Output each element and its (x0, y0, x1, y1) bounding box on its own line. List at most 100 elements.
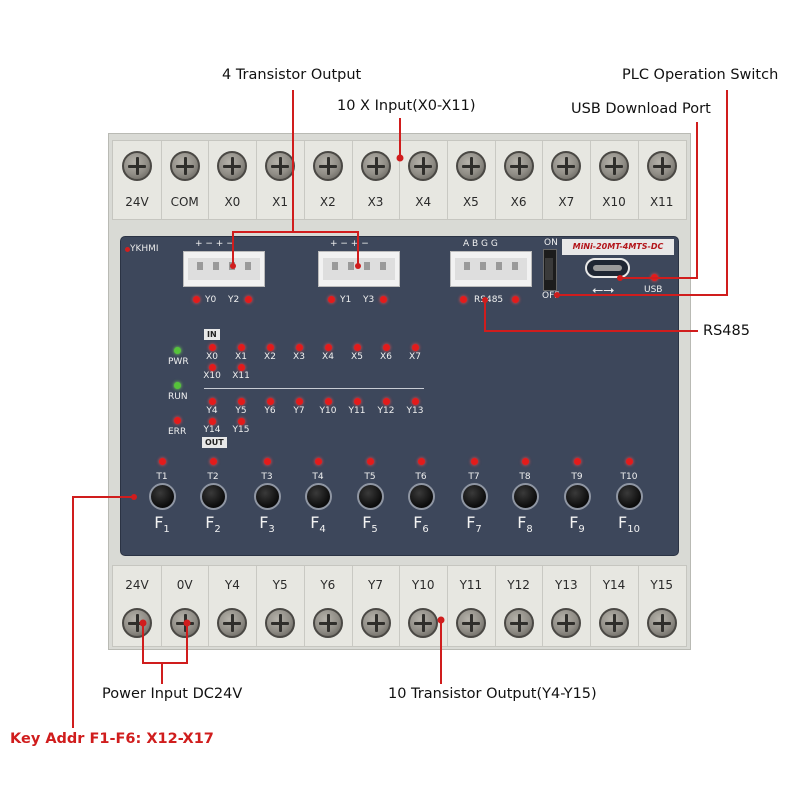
conn2-polarity: + − + − (330, 239, 369, 249)
terminal-label-x0: X0 (224, 195, 241, 209)
terminal-divider (446, 141, 448, 219)
fkey-label-f5: F5 (362, 513, 378, 536)
status-led-run (174, 382, 181, 389)
terminal-divider (590, 566, 591, 646)
terminal-divider (160, 141, 162, 219)
function-key-f2[interactable] (200, 483, 227, 510)
io-label-x10: X10 (203, 371, 221, 381)
io-label-x7: X7 (409, 352, 421, 362)
ann-plc-switch: PLC Operation Switch (622, 67, 779, 83)
terminal-label-0v: 0V (176, 578, 193, 592)
terminal-screw-x7[interactable] (551, 151, 582, 181)
terminal-screw-x6[interactable] (503, 151, 534, 181)
function-key-f5[interactable] (357, 483, 384, 510)
output-connector-1[interactable] (183, 251, 265, 287)
led-label-y1: Y1 (340, 295, 352, 305)
line-plc-switch (557, 90, 728, 296)
connector-pin (197, 262, 203, 270)
status-led-err (174, 417, 181, 424)
io-led-y6 (267, 398, 274, 405)
terminal-divider (351, 566, 353, 646)
terminal-screw-y13[interactable] (551, 608, 582, 638)
terminal-screw-com[interactable] (169, 151, 200, 181)
key-label-t3: T3 (261, 472, 273, 482)
terminal-divider (494, 141, 496, 219)
io-led-y15 (238, 418, 245, 425)
function-key-f7[interactable] (461, 483, 488, 510)
terminal-screw-y6[interactable] (312, 608, 343, 638)
switch-off-label: OFF (542, 291, 560, 301)
terminal-screw-x0[interactable] (217, 151, 248, 181)
terminal-screw-x1[interactable] (265, 151, 296, 181)
terminal-label-y4: Y4 (224, 578, 240, 592)
function-key-f1[interactable] (149, 483, 176, 510)
terminal-screw-x4[interactable] (408, 151, 439, 181)
io-led-y10 (325, 398, 332, 405)
io-label-x0: X0 (206, 352, 218, 362)
led-y1 (328, 296, 335, 303)
ann-key-addr: Key Addr F1-F6: X12-X17 (10, 731, 214, 747)
terminal-screw-y4[interactable] (217, 608, 248, 638)
terminal-screw-y7[interactable] (360, 608, 391, 638)
fkey-number: 1 (163, 524, 170, 536)
io-label-x4: X4 (322, 352, 334, 362)
io-led-x3 (296, 344, 303, 351)
function-key-f9[interactable] (564, 483, 591, 510)
function-key-f3[interactable] (254, 483, 281, 510)
function-key-f8[interactable] (512, 483, 539, 510)
connector-pin (348, 262, 354, 270)
function-key-f6[interactable] (408, 483, 435, 510)
function-key-f10[interactable] (616, 483, 643, 510)
led-y2 (245, 296, 252, 303)
terminal-screw-y15[interactable] (646, 608, 677, 638)
terminal-divider (399, 566, 401, 646)
terminal-screw-y11[interactable] (455, 608, 486, 638)
terminal-label-y5: Y5 (272, 578, 288, 592)
fkey-number: 6 (422, 524, 429, 536)
connector-pin (380, 262, 386, 270)
terminal-divider (351, 141, 353, 219)
terminal-screw-x2[interactable] (312, 151, 343, 181)
connector-body (455, 258, 527, 280)
io-led-y12 (383, 398, 390, 405)
fkey-label-f8: F8 (517, 513, 533, 536)
function-key-f4[interactable] (305, 483, 332, 510)
terminal-label-y13: Y13 (554, 578, 578, 592)
terminal-divider (637, 141, 639, 219)
rs485-connector[interactable] (450, 251, 532, 287)
terminal-screw-y12[interactable] (503, 608, 534, 638)
key-led-t7 (471, 458, 478, 465)
io-led-y13 (412, 398, 419, 405)
key-led-t1 (159, 458, 166, 465)
terminal-label-x4: X4 (415, 195, 432, 209)
terminal-screw-x5[interactable] (455, 151, 486, 181)
terminal-screw-24v[interactable] (122, 608, 152, 638)
terminal-label-x1: X1 (272, 195, 289, 209)
fkey-number: 9 (578, 524, 585, 536)
fkey-label-f9: F9 (569, 513, 585, 536)
terminal-screw-24v[interactable] (122, 151, 152, 181)
terminal-screw-y14[interactable] (599, 608, 629, 638)
terminal-screw-y10[interactable] (408, 608, 439, 638)
terminal-screw-x10[interactable] (599, 151, 629, 181)
terminal-label-y11: Y11 (459, 578, 483, 592)
connector-pin (512, 262, 518, 270)
io-led-x7 (412, 344, 419, 351)
key-label-t7: T7 (468, 472, 480, 482)
io-led-x4 (325, 344, 332, 351)
conn3-pins: A B G G (463, 239, 498, 249)
terminal-screw-y5[interactable] (265, 608, 296, 638)
fkey-number: 5 (371, 524, 378, 536)
key-label-t1: T1 (156, 472, 168, 482)
io-label-y4: Y4 (206, 406, 218, 416)
fkey-label-f10: F10 (618, 513, 640, 536)
terminal-label-24v: 24V (125, 578, 149, 592)
terminal-label-y14: Y14 (602, 578, 626, 592)
key-label-t5: T5 (364, 472, 376, 482)
key-led-t3 (264, 458, 271, 465)
terminal-screw-x3[interactable] (360, 151, 391, 181)
terminal-label-y6: Y6 (320, 578, 336, 592)
terminal-screw-x11[interactable] (646, 151, 677, 181)
io-label-x5: X5 (351, 352, 363, 362)
